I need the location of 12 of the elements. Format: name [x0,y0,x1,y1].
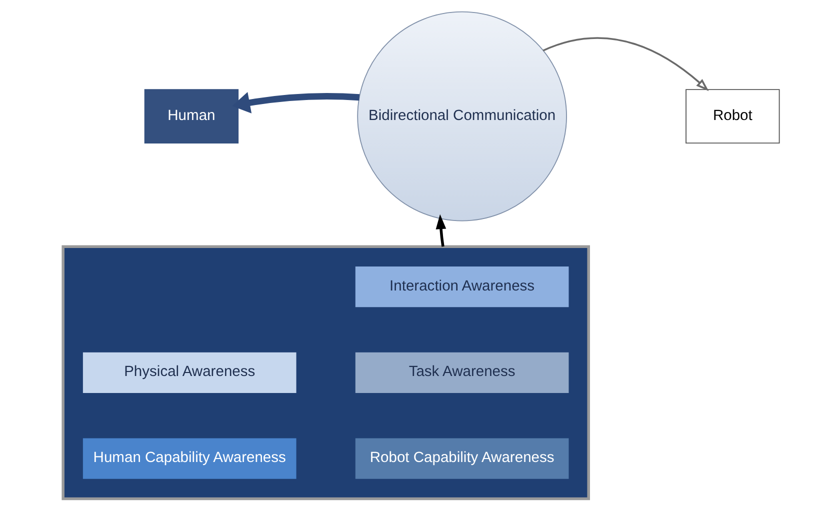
arrow [435,214,446,247]
node-box: Human [144,89,238,144]
arrow [542,37,708,92]
node-box: Interaction Awareness [354,266,568,308]
node-circle: Bidirectional Communication [356,11,566,222]
node-box: Physical Awareness [82,352,296,393]
node-box: Task Awareness [354,352,568,393]
node-box: Robot [685,89,780,144]
cluster [61,245,590,500]
node-box: Human Capability Awareness [82,438,296,479]
arrow [232,92,360,114]
node-box: Robot Capability Awareness [354,438,568,479]
